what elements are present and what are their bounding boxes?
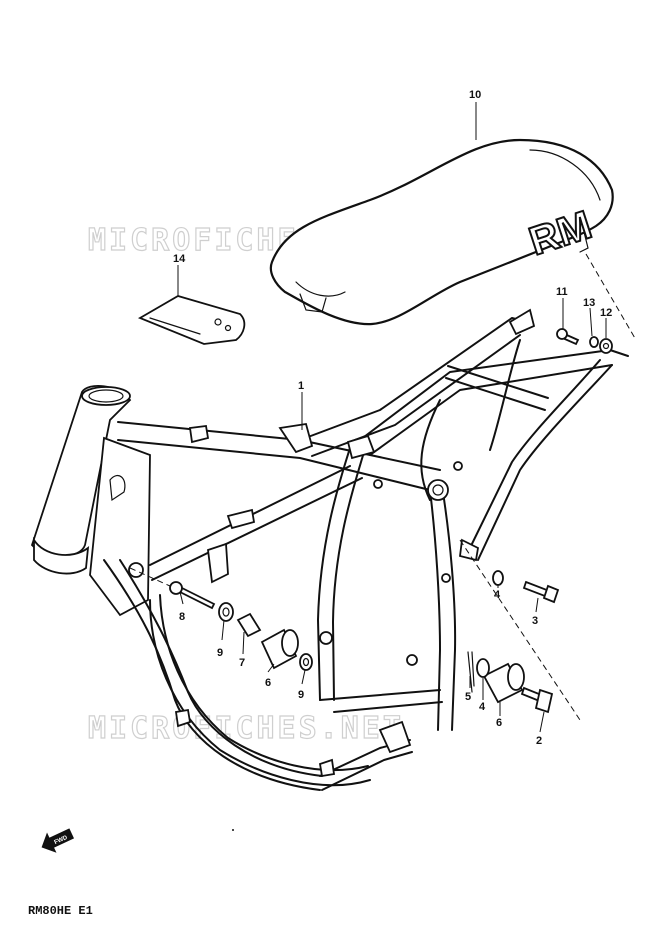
callout-4: 4 <box>494 589 501 601</box>
plate-part-14 <box>137 295 246 345</box>
bolt-part-8 <box>169 581 216 610</box>
speck <box>232 829 234 831</box>
diagram-code: RM80HE E1 <box>28 904 93 918</box>
callout-1: 1 <box>298 380 304 392</box>
seat-alignment-line <box>585 253 637 341</box>
callout-13: 13 <box>583 297 595 309</box>
washer-part-4b <box>476 658 490 678</box>
callout-7: 7 <box>239 657 245 669</box>
callout-4b: 4 <box>479 701 486 713</box>
forward-arrow-icon: FWD <box>41 828 75 853</box>
callout-10: 10 <box>469 89 481 101</box>
bolt-part-2 <box>520 686 554 714</box>
callout-12: 12 <box>600 307 612 319</box>
bolt-part-11 <box>556 328 580 346</box>
callout-9: 9 <box>217 647 223 659</box>
callout-6: 6 <box>265 677 271 689</box>
rear-mount-alignment-line <box>459 539 581 721</box>
callout-9b: 9 <box>298 689 304 701</box>
rubber-part-6 <box>260 628 299 670</box>
washer-part-9 <box>218 602 234 622</box>
callout-11: 11 <box>556 286 568 298</box>
callout-2: 2 <box>536 735 542 747</box>
callout-6b: 6 <box>496 717 502 729</box>
washer-part-9b <box>299 653 313 671</box>
bolt-part-3 <box>522 580 560 604</box>
frame-part-1 <box>30 308 629 791</box>
callout-8: 8 <box>179 611 185 623</box>
collar-part-7 <box>236 612 262 638</box>
washer-part-4 <box>492 570 504 586</box>
rubber-part-6b <box>482 662 525 704</box>
nut-part-12 <box>599 338 613 354</box>
pin-part-5 <box>467 651 475 693</box>
watermark-bottom: MICROFICHES.NET <box>88 711 404 746</box>
callout-5: 5 <box>465 691 471 703</box>
seat-part-10: RM <box>269 138 614 326</box>
washer-part-13 <box>589 336 599 348</box>
callout-14: 14 <box>173 253 186 265</box>
fwd-label: FWD <box>54 835 70 846</box>
callout-3: 3 <box>532 615 538 627</box>
front-mount-alignment-line <box>129 567 171 587</box>
